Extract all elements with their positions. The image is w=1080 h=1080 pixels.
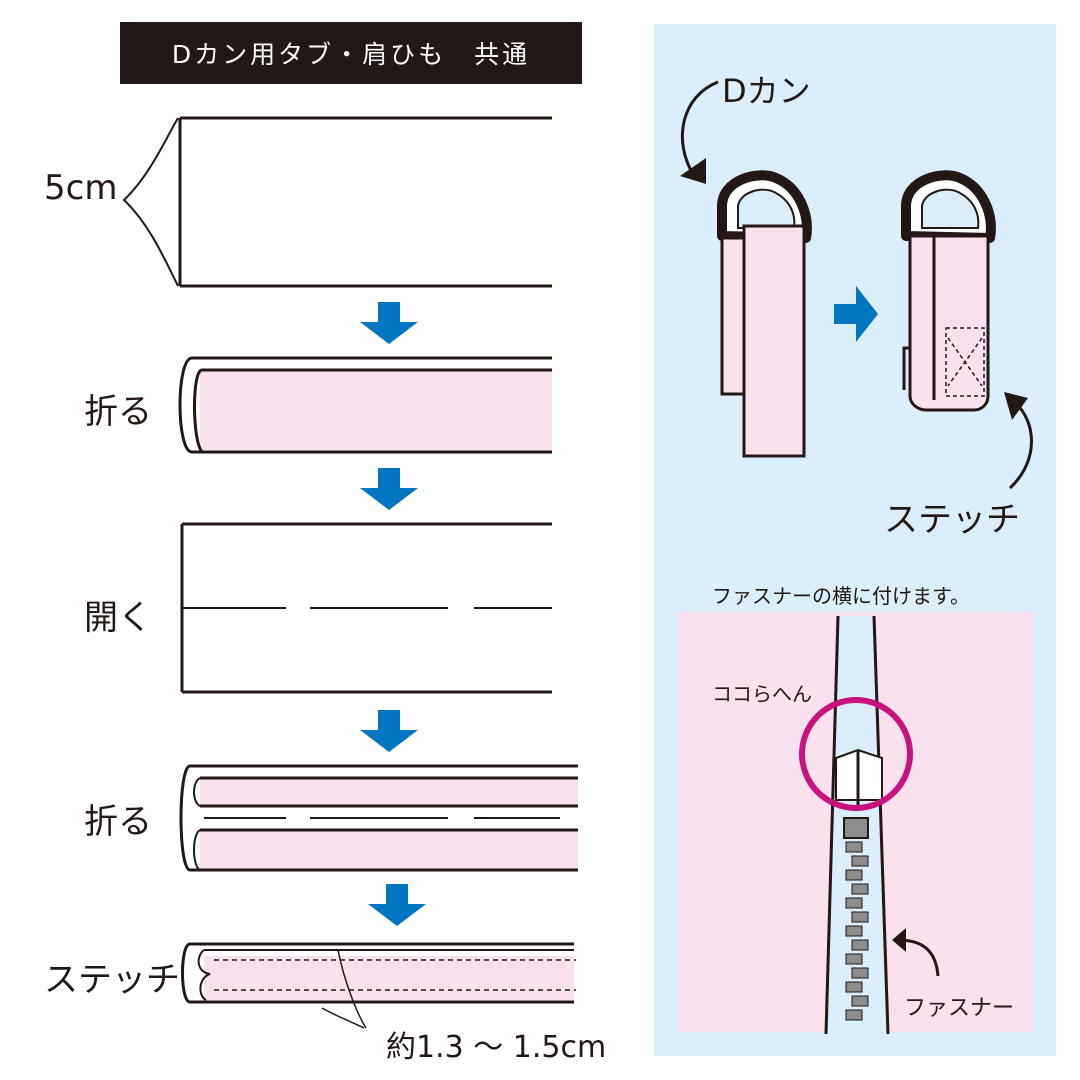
pointer-arrowhead-icon <box>1004 392 1028 420</box>
zipper-teeth <box>845 841 869 1021</box>
pointer-arrow-icon <box>680 80 719 177</box>
double-folded-strip <box>179 764 578 872</box>
pointer-arrowhead-icon <box>680 158 706 184</box>
title-text: Dカン用タブ・肩ひも 共通 <box>171 40 531 69</box>
step-stitch-label: ステッチ <box>44 960 180 1000</box>
down-arrow-icon <box>360 302 418 344</box>
down-arrow-icon <box>360 468 418 510</box>
flat-strip <box>178 116 552 288</box>
down-arrow-icon <box>368 884 426 926</box>
zipper-label: ファスナー <box>904 996 1015 1021</box>
d-ring-label: Dカン <box>722 72 811 110</box>
step-fold-1-label: 折る <box>84 392 152 432</box>
opened-strip <box>180 522 552 694</box>
here-label: ココらへん <box>712 682 812 706</box>
step-open-label: 開く <box>84 598 152 638</box>
d-ring-before <box>717 170 812 458</box>
width-brace <box>122 117 179 287</box>
title-bar: Dカン用タブ・肩ひも 共通 <box>120 22 582 84</box>
stitch-width-note: 約1.3 ～ 1.5cm <box>386 1030 607 1065</box>
step-fold-2-label: 折る <box>84 802 152 842</box>
folded-strip <box>178 356 552 454</box>
stitch-box <box>945 327 985 397</box>
width-label: 5cm <box>44 168 118 208</box>
highlight-circle <box>799 697 913 811</box>
stitched-strip <box>181 942 576 1029</box>
zipper-caption: ファスナーの横に付けます。 <box>712 584 970 608</box>
stitch-callout-label: ステッチ <box>884 500 1020 540</box>
d-ring-after <box>901 170 996 412</box>
right-arrow-icon <box>834 286 878 342</box>
zipper <box>799 615 913 1035</box>
down-arrow-icon <box>360 710 418 752</box>
pointer-arrowhead-icon <box>892 928 906 952</box>
